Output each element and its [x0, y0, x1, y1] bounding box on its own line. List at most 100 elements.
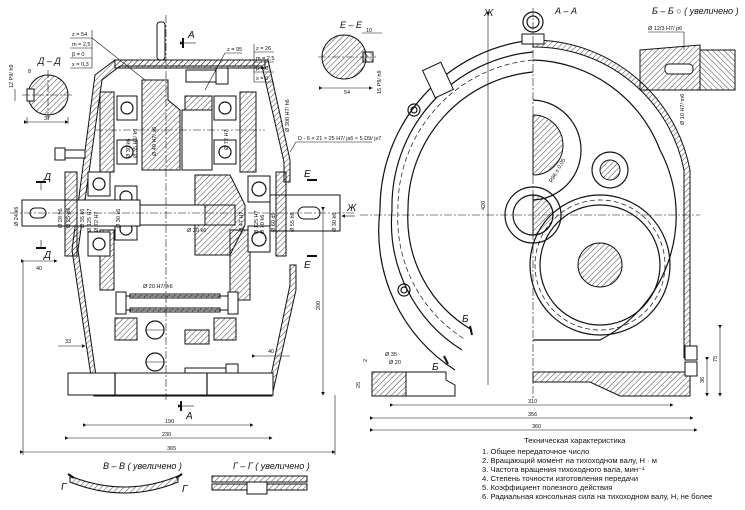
svg-text:Ø 30 k6: Ø 30 k6: [116, 209, 122, 228]
svg-text:230: 230: [162, 432, 171, 438]
svg-text:x = 0,3: x = 0,3: [72, 62, 89, 68]
svg-text:Ø 55 h8: Ø 55 h8: [290, 212, 296, 232]
svg-text:Д: Д: [43, 250, 51, 261]
main-section-view: [10, 15, 355, 400]
tech-spec-item: 6. Радиальная консольная сила на тихоход…: [482, 492, 712, 501]
bearings-upper: [116, 95, 237, 165]
side-dimensions: Ø 35 Ø 20 2 25 310 356 360 75 36: [356, 325, 722, 432]
section-b-b-title: Б – Б ○ ( увеличено ): [652, 6, 739, 16]
cut-mark-d: Д Д: [36, 172, 51, 261]
output-gear: [529, 194, 671, 336]
cut-mark-e: Е Е: [304, 169, 317, 271]
svg-text:Ø 125 H7: Ø 125 H7: [87, 208, 93, 232]
svg-text:Ø 60 d9: Ø 60 d9: [271, 212, 277, 232]
spline-callout: D - 6 × 21 × 25 H7/ js6 × 5 D9/ js7: [298, 136, 381, 142]
gear-table-z26: z = 26 m = 2,5 β = 0 x = 0: [253, 44, 275, 83]
svg-text:356: 356: [528, 412, 537, 418]
breather-plug: [421, 61, 455, 99]
svg-text:Ø 72 H7: Ø 72 H7: [224, 130, 230, 150]
svg-text:54: 54: [344, 90, 350, 96]
cut-mark-zh-main: Ж: [341, 203, 357, 218]
svg-text:Ø 300 H7/ h6: Ø 300 H7/ h6: [285, 99, 291, 132]
svg-text:Ø 40 H7/ s6: Ø 40 H7/ s6: [152, 127, 158, 156]
dim-d-d-key: 8: [28, 69, 31, 75]
housing-wall: [71, 59, 297, 397]
dowel-pin: [664, 63, 694, 75]
svg-text:190: 190: [165, 419, 174, 425]
svg-text:z = 26: z = 26: [256, 46, 271, 52]
section-e-e-title: Е – Е: [340, 20, 363, 30]
section-a-a-title: А – А: [554, 6, 577, 16]
svg-text:β = 0: β = 0: [256, 66, 269, 72]
section-v-v: В – В ( увеличено ) Г Г: [61, 461, 189, 495]
section-g-g: Г – Г ( увеличено ): [211, 461, 310, 495]
svg-text:x = 0: x = 0: [256, 76, 268, 82]
intermediate-gear: [591, 151, 629, 189]
svg-text:10: 10: [366, 28, 372, 34]
svg-text:β = 0: β = 0: [72, 52, 85, 58]
dim-d-d-width: 37: [44, 116, 50, 122]
svg-text:Е: Е: [304, 169, 311, 180]
svg-text:310: 310: [528, 399, 537, 405]
section-d-d: Д – Д 37 8 12 P9/ h9: [9, 56, 74, 124]
svg-text:Г: Г: [182, 484, 189, 495]
svg-text:Ø 72 H7: Ø 72 H7: [94, 212, 100, 232]
tech-spec-item: 2. Вращающий момент на тихоходном валу, …: [482, 456, 657, 465]
svg-text:25: 25: [356, 382, 362, 388]
section-g-g-title: Г – Г ( увеличено ): [233, 461, 310, 471]
svg-text:Ø 20 H7/ h6: Ø 20 H7/ h6: [143, 284, 173, 290]
svg-text:Ø 35 k6: Ø 35 k6: [80, 209, 86, 228]
svg-text:Ж: Ж: [483, 8, 494, 19]
tech-spec-title: Техническая характеристика: [524, 436, 626, 445]
gear-table-z54: z = 54 m = 2,5 β = 0 x = 0,3: [70, 30, 146, 81]
svg-text:420: 420: [481, 201, 487, 210]
svg-text:365: 365: [167, 446, 176, 452]
svg-text:75: 75: [713, 356, 719, 362]
svg-text:Ø 24 k6: Ø 24 k6: [14, 207, 20, 226]
svg-text:Г: Г: [61, 482, 68, 493]
svg-text:Ø 35 H6/ k6: Ø 35 H6/ k6: [133, 129, 139, 158]
svg-text:40: 40: [36, 266, 42, 272]
svg-text:Б: Б: [462, 314, 469, 325]
svg-text:Ø 125 H7: Ø 125 H7: [254, 210, 260, 234]
tech-spec-item: 5. Коэффициент полезного действия: [482, 483, 612, 492]
svg-text:Е: Е: [304, 260, 311, 271]
svg-text:360: 360: [532, 424, 541, 430]
upper-shaft-section: [532, 114, 564, 176]
dim-d-d-keyfit: 12 P9/ h9: [9, 64, 15, 88]
section-v-v-title: В – В ( увеличено ): [103, 461, 182, 471]
section-b-b: Б – Б ○ ( увеличено ) Ø 12/3 H7/ p6 Ø 10…: [639, 6, 739, 125]
tech-spec-item: 4. Степень точности изготовления передач…: [482, 474, 638, 483]
seal-section: [69, 475, 179, 494]
gear-z54: [141, 79, 181, 171]
svg-text:Ø 20 k6: Ø 20 k6: [187, 228, 206, 234]
svg-text:z = 54: z = 54: [72, 32, 87, 38]
svg-text:Ø 20: Ø 20: [389, 360, 401, 366]
svg-text:Ø 12/3 H7/ p6: Ø 12/3 H7/ p6: [648, 26, 682, 32]
lifting-bolt: [156, 21, 166, 61]
cut-mark-a-bottom: А: [178, 401, 194, 422]
svg-text:200: 200: [316, 301, 322, 310]
diameter-labels: Ø 300 H7/ h6 Ø 30 k6 Ø 35 H6/ k6 Ø 40 H7…: [14, 99, 338, 290]
svg-text:z = 95: z = 95: [227, 47, 242, 53]
casing-outline-left: [378, 39, 534, 371]
section-e-e: Е – Е 54 10 15 P9/ h9: [318, 20, 383, 96]
svg-text:m = 2,5: m = 2,5: [72, 42, 91, 48]
svg-text:Ø 30 k6: Ø 30 k6: [126, 139, 132, 158]
base-plate: [67, 372, 274, 396]
casing-wall-right: [532, 39, 691, 359]
svg-text:40: 40: [268, 349, 274, 355]
cut-mark-a-top: А: [180, 30, 196, 48]
svg-text:Ø 30 k6: Ø 30 k6: [332, 213, 338, 232]
gear-table-z95: z = 95: [204, 47, 242, 91]
svg-text:Ø 47 H7: Ø 47 H7: [239, 212, 245, 232]
svg-text:Ø 70 k6: Ø 70 k6: [260, 215, 266, 234]
tech-spec-item: 1. Общее передаточное число: [482, 447, 589, 456]
svg-text:2: 2: [363, 359, 369, 362]
svg-text:Ø 25 js6: Ø 25 js6: [66, 208, 72, 228]
svg-text:Ø 35: Ø 35: [385, 352, 397, 358]
svg-text:33: 33: [65, 339, 71, 345]
svg-text:36: 36: [700, 377, 706, 383]
side-view-a-a: А – А: [360, 6, 700, 400]
section-d-d-title: Д – Д: [37, 56, 61, 66]
